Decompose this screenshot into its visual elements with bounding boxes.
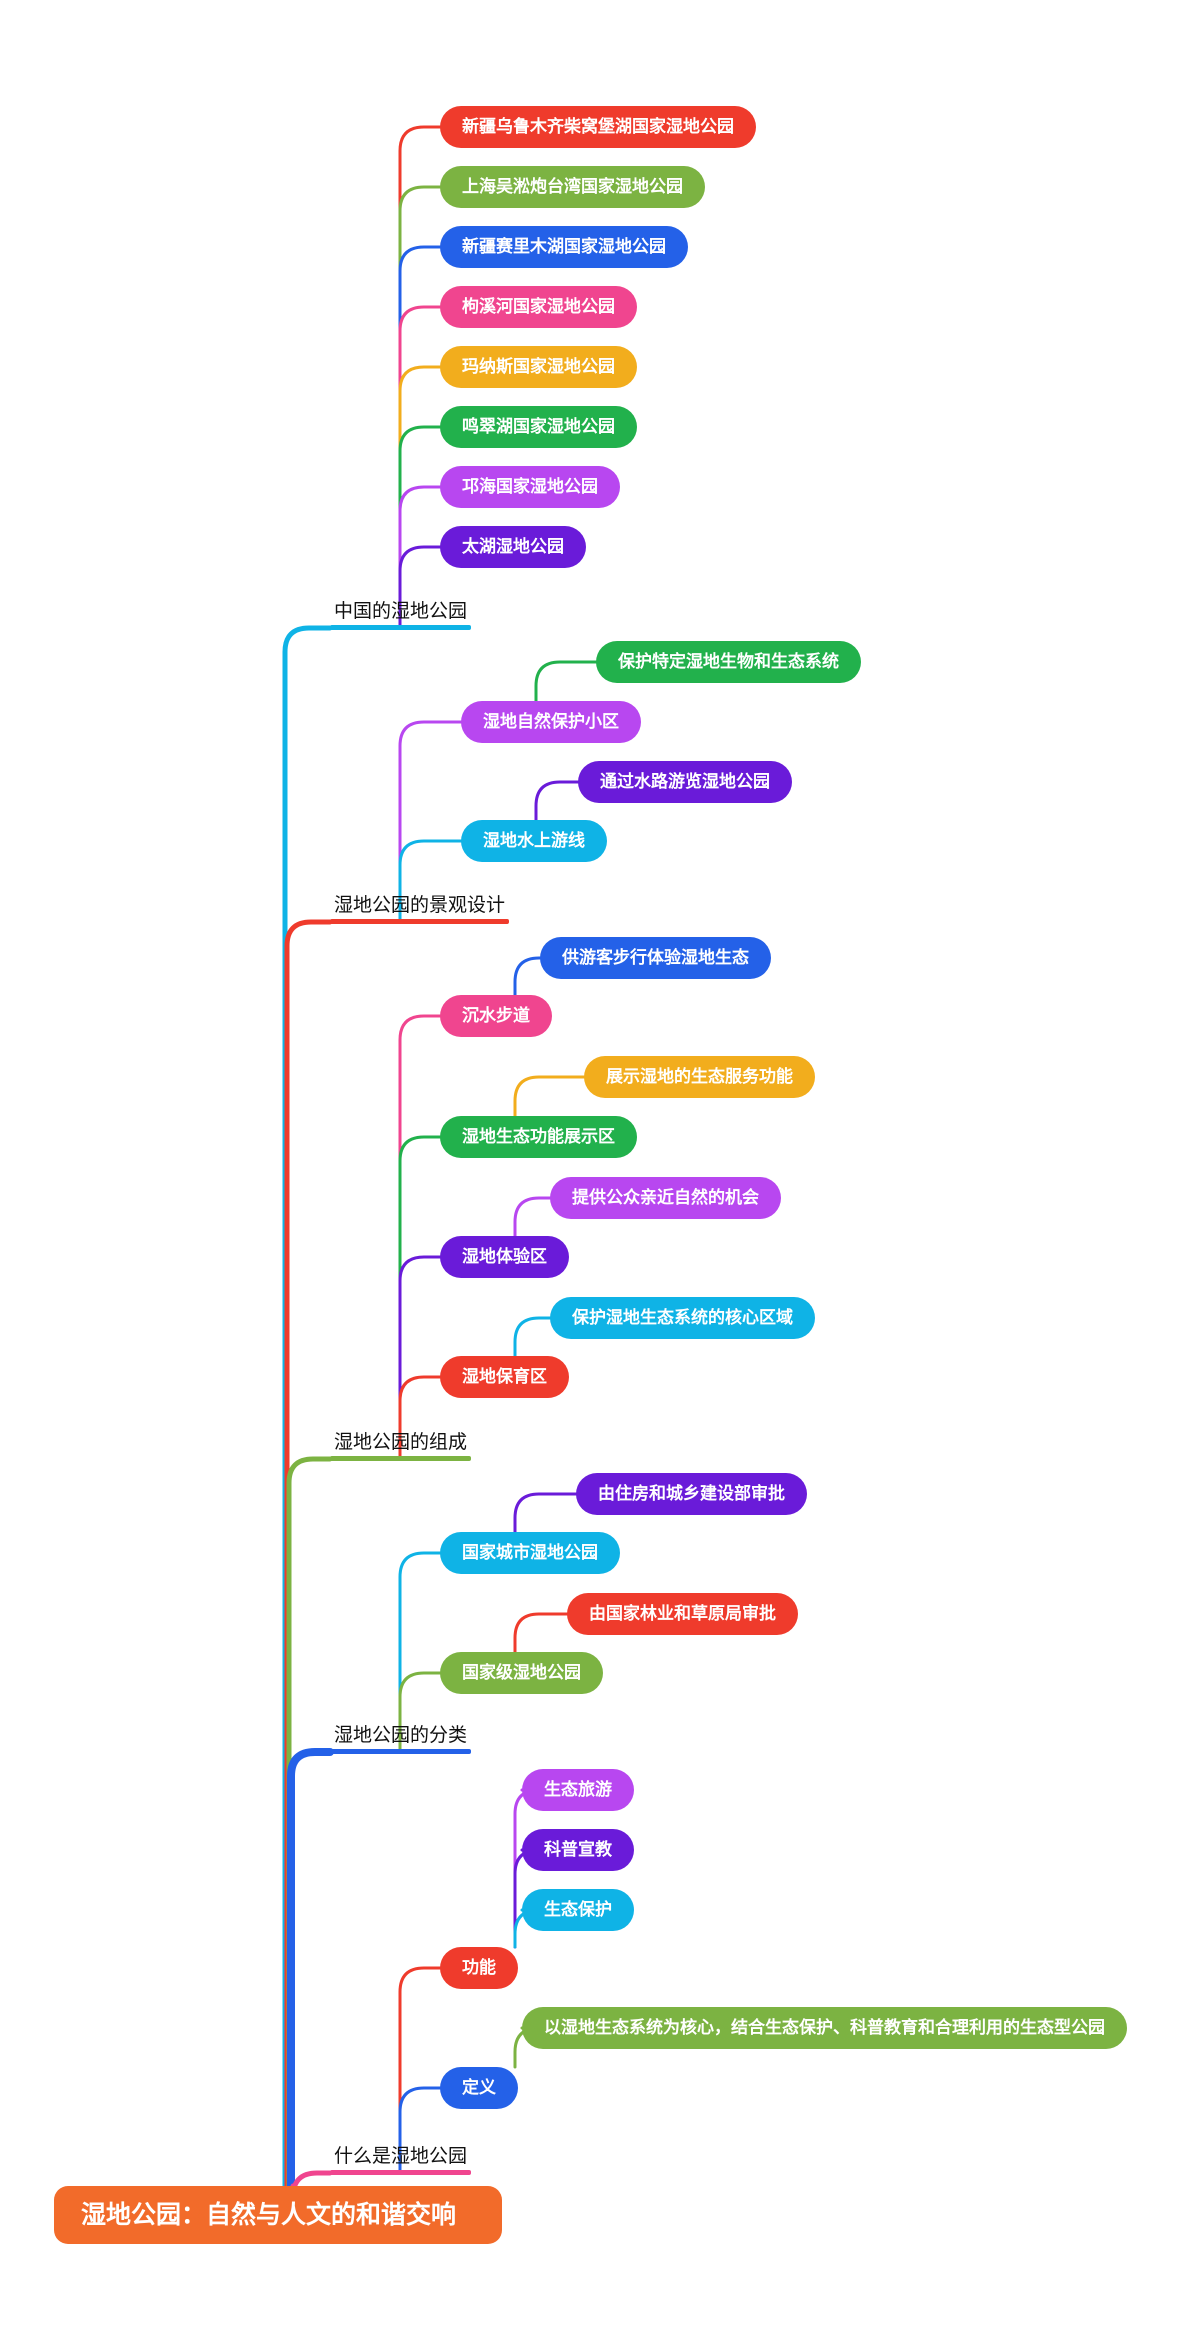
park-node[interactable]: 上海吴淞炮台湾国家湿地公园 (440, 166, 705, 208)
detail-node[interactable]: 由住房和城乡建设部审批 (576, 1473, 807, 1515)
component-node[interactable]: 湿地保育区 (440, 1356, 569, 1398)
definition-node[interactable]: 定义 (440, 2067, 518, 2109)
detail-node[interactable]: 科普宣教 (522, 1829, 634, 1871)
branch-connector (284, 919, 333, 2189)
branch-connector (287, 1748, 334, 2190)
detail-node[interactable]: 以湿地生态系统为核心，结合生态保护、科普教育和合理利用的生态型公园 (522, 2007, 1127, 2049)
park-node[interactable]: 新疆赛里木湖国家湿地公园 (440, 226, 688, 268)
detail-connector (534, 780, 580, 822)
child-connector (398, 185, 442, 628)
branch-label: 湿地公园的组成 (334, 1431, 468, 1453)
detail-node[interactable]: 生态保护 (522, 1889, 634, 1931)
branch-underline (330, 1749, 472, 1754)
detail-connector (513, 1196, 552, 1238)
branch-label: 中国的湿地公园 (334, 600, 468, 622)
branch-composition[interactable]: 湿地公园的组成 (330, 1427, 472, 1461)
park-node[interactable]: 新疆乌鲁木齐柴窝堡湖国家湿地公园 (440, 106, 756, 148)
child-connector (398, 1014, 442, 1459)
child-connector (398, 1966, 442, 2173)
design-node[interactable]: 湿地自然保护小区 (461, 701, 641, 743)
component-node[interactable]: 沉水步道 (440, 995, 552, 1037)
detail-node[interactable]: 供游客步行体验湿地生态 (540, 937, 771, 979)
child-connector (398, 1671, 442, 1752)
branch-label: 湿地公园的分类 (334, 1724, 468, 1746)
detail-connector (534, 660, 598, 703)
branch-underline (330, 625, 472, 630)
category-node[interactable]: 国家级湿地公园 (440, 1652, 603, 1694)
child-connector (398, 545, 442, 628)
detail-node[interactable]: 保护特定湿地生物和生态系统 (596, 641, 861, 683)
detail-node[interactable]: 生态旅游 (522, 1769, 634, 1811)
child-connector (398, 1551, 442, 1752)
child-connector (398, 1375, 442, 1459)
child-connector (398, 720, 463, 922)
child-connector (398, 839, 463, 922)
branch-landscape-design[interactable]: 湿地公园的景观设计 (330, 890, 510, 924)
park-node[interactable]: 邛海国家湿地公园 (440, 466, 620, 508)
child-connector (398, 425, 442, 628)
park-node[interactable]: 鸣翠湖国家湿地公园 (440, 406, 637, 448)
function-node[interactable]: 功能 (440, 1947, 518, 1989)
category-node[interactable]: 国家城市湿地公园 (440, 1532, 620, 1574)
child-connector (398, 125, 442, 628)
detail-node[interactable]: 提供公众亲近自然的机会 (550, 1177, 781, 1219)
branch-classification[interactable]: 湿地公园的分类 (330, 1720, 472, 1754)
branch-china-wetland-parks[interactable]: 中国的湿地公园 (330, 596, 472, 630)
detail-connector (513, 956, 542, 997)
child-connector (398, 305, 442, 628)
branch-underline (330, 919, 510, 924)
detail-connector (513, 1612, 569, 1654)
branch-what-is-wetland-park[interactable]: 什么是湿地公园 (330, 2141, 472, 2175)
park-node[interactable]: 太湖湿地公园 (440, 526, 586, 568)
branch-label: 湿地公园的景观设计 (334, 894, 506, 916)
detail-connector (513, 1492, 578, 1534)
branch-underline (330, 1456, 472, 1461)
park-node[interactable]: 玛纳斯国家湿地公园 (440, 346, 637, 388)
detail-connector (513, 1075, 586, 1118)
branch-label: 什么是湿地公园 (334, 2145, 468, 2167)
detail-node[interactable]: 展示湿地的生态服务功能 (584, 1056, 815, 1098)
branch-connector (282, 625, 333, 2189)
child-connector (398, 2086, 442, 2173)
child-connector (398, 485, 442, 628)
park-node[interactable]: 枸溪河国家湿地公园 (440, 286, 637, 328)
detail-connector (513, 1316, 552, 1358)
child-connector (398, 1255, 442, 1459)
branch-connector (286, 1456, 333, 2189)
detail-node[interactable]: 保护湿地生态系统的核心区域 (550, 1297, 815, 1339)
branch-underline (330, 2170, 472, 2175)
root-node[interactable]: 湿地公园：自然与人文的和谐交响 (54, 2186, 502, 2244)
design-node[interactable]: 湿地水上游线 (461, 820, 607, 862)
child-connector (398, 245, 442, 628)
child-connector (398, 1135, 442, 1459)
detail-node[interactable]: 由国家林业和草原局审批 (567, 1593, 798, 1635)
component-node[interactable]: 湿地体验区 (440, 1236, 569, 1278)
component-node[interactable]: 湿地生态功能展示区 (440, 1116, 637, 1158)
child-connector (398, 365, 442, 628)
detail-node[interactable]: 通过水路游览湿地公园 (578, 761, 792, 803)
